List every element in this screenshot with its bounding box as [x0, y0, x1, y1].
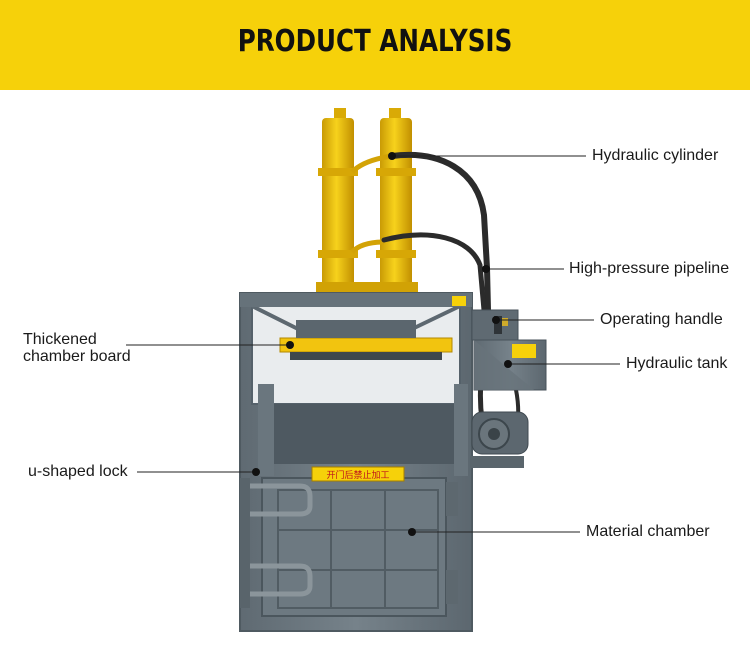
warning-plate-text: 开门后禁止加工 [326, 469, 389, 481]
u-shaped-locks [244, 483, 313, 597]
label-operating-handle: Operating handle [600, 311, 723, 328]
callout-lines [126, 155, 620, 533]
label-hydraulic-cylinder: Hydraulic cylinder [592, 147, 719, 164]
header-banner: PRODUCT ANALYSIS [0, 0, 750, 90]
lock-bar [240, 478, 250, 608]
callout-dots [252, 152, 512, 536]
chamber-board [279, 320, 453, 360]
label-chamber-board: chamber board [23, 348, 131, 365]
hydraulic-cylinders [316, 108, 418, 294]
label-u-shaped-lock: u-shaped lock [28, 463, 128, 480]
label-material-chamber: Material chamber [586, 523, 710, 540]
page-title: PRODUCT ANALYSIS [237, 24, 513, 59]
warning-plate: 开门后禁止加工 [311, 466, 405, 482]
label-hydraulic-tank: Hydraulic tank [626, 355, 728, 372]
material-chamber-door [261, 477, 458, 617]
label-thickened: Thickened [23, 331, 97, 348]
hydraulic-tank-assembly [470, 309, 547, 468]
label-high-pressure-pipeline: High-pressure pipeline [569, 260, 730, 277]
